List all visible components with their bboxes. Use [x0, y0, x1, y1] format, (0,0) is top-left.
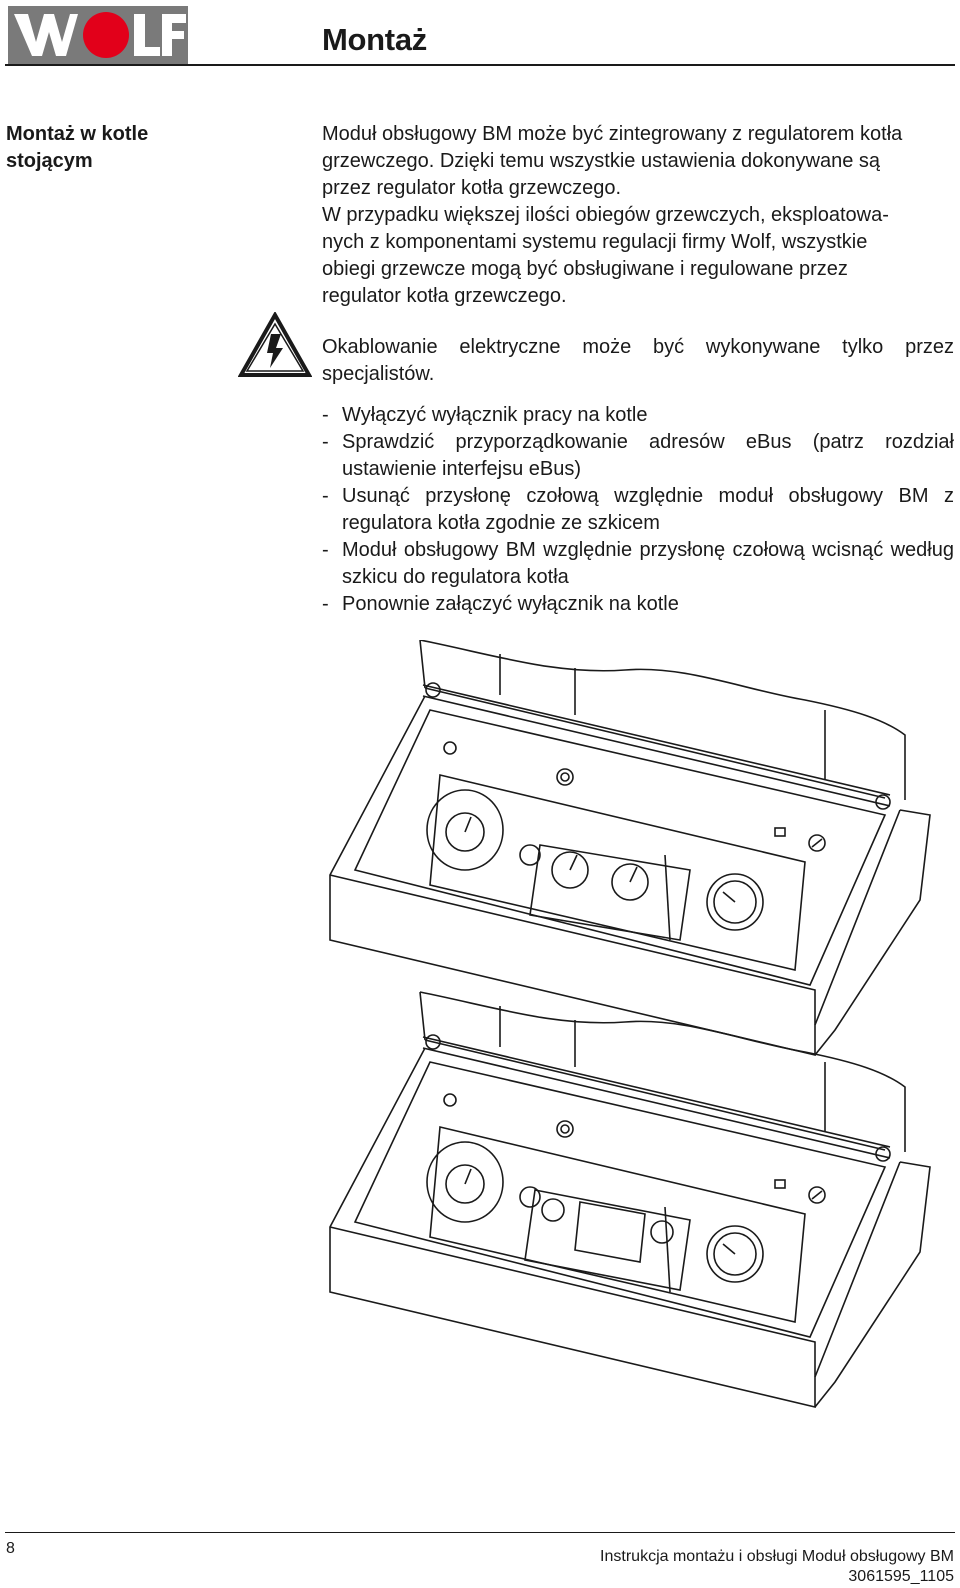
- page-title: Montaż: [322, 22, 427, 57]
- intro-line: przez regulator kotła grzewczego.: [322, 177, 622, 199]
- step-item: Wyłączyć wyłącznik pracy na kotle: [322, 402, 954, 429]
- warning-text: Okablowanie elektryczne może być wykonyw…: [322, 336, 954, 385]
- header-divider: [5, 64, 955, 66]
- intro-line: W przypadku większej ilości obiegów grze…: [322, 204, 889, 226]
- intro-line: nych z komponentami systemu regulacji fi…: [322, 231, 868, 253]
- section-heading-line-2: stojącym: [6, 150, 93, 172]
- step-item: Sprawdzić przyporządkowanie adresów eBus…: [322, 429, 954, 483]
- intro-line: Moduł obsługowy BM może być zintegrowany…: [322, 123, 903, 145]
- panel-with-front-cover: [329, 640, 931, 1057]
- wolf-logo: [8, 6, 188, 64]
- document-code: 3061595_1105: [848, 1568, 954, 1585]
- step-item: Usunąć przysłonę czołową względnie moduł…: [322, 483, 954, 537]
- intro-line: obiegi grzewcze mogą być obsługiwane i r…: [322, 258, 848, 280]
- boiler-panel-illustration: [329, 640, 931, 1409]
- intro-paragraph: Moduł obsługowy BM może być zintegrowany…: [322, 121, 954, 310]
- section-heading-line-1: Montaż w kotle: [6, 123, 149, 145]
- step-item: Ponownie załączyć wyłącznik na kotle: [322, 591, 954, 618]
- page-number: 8: [6, 1540, 15, 1557]
- panel-with-bm-module: [329, 991, 931, 1409]
- high-voltage-warning-icon: [238, 312, 312, 377]
- steps-list: Wyłączyć wyłącznik pracy na kotle Sprawd…: [322, 402, 954, 618]
- footer-divider: [5, 1532, 955, 1533]
- intro-line: grzewczego. Dzięki temu wszystkie ustawi…: [322, 150, 881, 172]
- intro-line: regulator kotła grzewczego.: [322, 285, 567, 307]
- step-item: Moduł obsługowy BM względnie przysłonę c…: [322, 537, 954, 591]
- section-heading: Montaż w kotle stojącym: [6, 121, 206, 175]
- document-title: Instrukcja montażu i obsługi Moduł obsłu…: [600, 1548, 954, 1565]
